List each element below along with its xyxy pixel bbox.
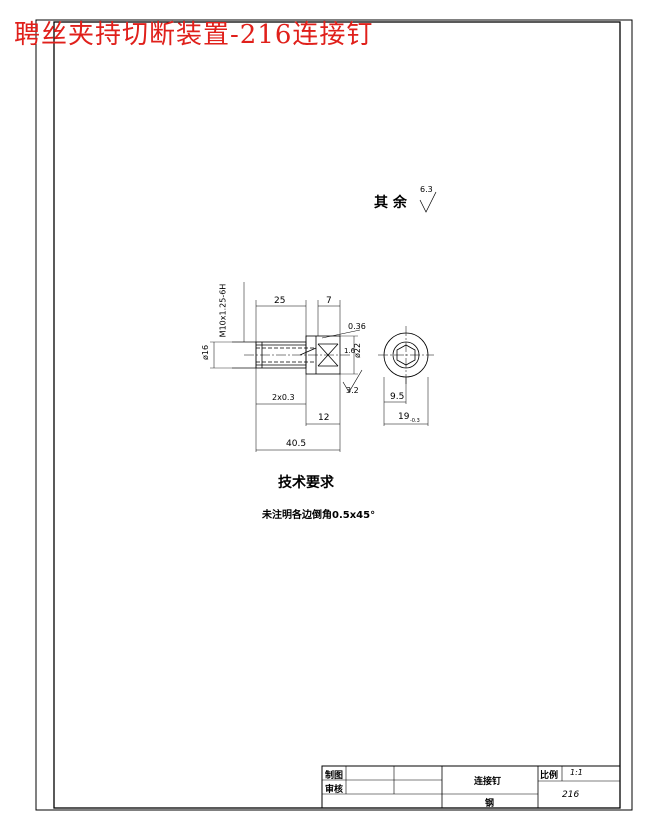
title-block-drawn-label: 制图 bbox=[325, 771, 344, 781]
end-view bbox=[378, 326, 434, 426]
title-block-part-name: 连接钉 bbox=[474, 777, 502, 787]
title-block bbox=[321, 765, 621, 809]
dim-dia-22: ø22 bbox=[353, 342, 363, 359]
dim-7: 7 bbox=[326, 296, 332, 306]
inner-frame bbox=[53, 21, 621, 809]
dim-dia-16: ø16 bbox=[201, 344, 211, 361]
roughness-note-label: 其 余 bbox=[374, 195, 407, 211]
title-block-checked-label: 审核 bbox=[325, 785, 344, 795]
dim-25: 25 bbox=[274, 296, 286, 306]
dim-roughness-3-2: 3.2 bbox=[346, 386, 359, 395]
outer-border bbox=[35, 19, 633, 811]
dim-9-5: 9.5 bbox=[390, 392, 405, 402]
dim-groove: 2x0.3 bbox=[272, 393, 295, 402]
dim-thread: M10x1.25-6H bbox=[218, 283, 228, 338]
requirements-line-1: 未注明各边倒角0.5x45° bbox=[262, 510, 376, 521]
title-block-scale-label: 比例 bbox=[540, 771, 559, 781]
title-block-scale-value: 1:1 bbox=[570, 768, 583, 777]
dim-12: 12 bbox=[318, 413, 330, 423]
requirements-title: 技术要求 bbox=[278, 475, 334, 491]
dim-roughness-1-6: 1.6 bbox=[344, 347, 356, 355]
roughness-symbol bbox=[419, 191, 437, 213]
title-block-drawing-number: 216 bbox=[562, 790, 580, 800]
roughness-note-value: 6.3 bbox=[420, 185, 433, 194]
dim-19: 19 bbox=[398, 412, 410, 422]
dim-chamfer: 0.36 bbox=[348, 322, 366, 331]
side-view bbox=[210, 282, 363, 452]
title-block-material: 钢 bbox=[485, 799, 495, 809]
drawing-banner-title: 聘丝夹持切断装置-216连接钉 bbox=[14, 20, 374, 50]
dim-19-tolerance: -0.3 bbox=[410, 418, 420, 424]
dim-40-5: 40.5 bbox=[286, 439, 307, 449]
